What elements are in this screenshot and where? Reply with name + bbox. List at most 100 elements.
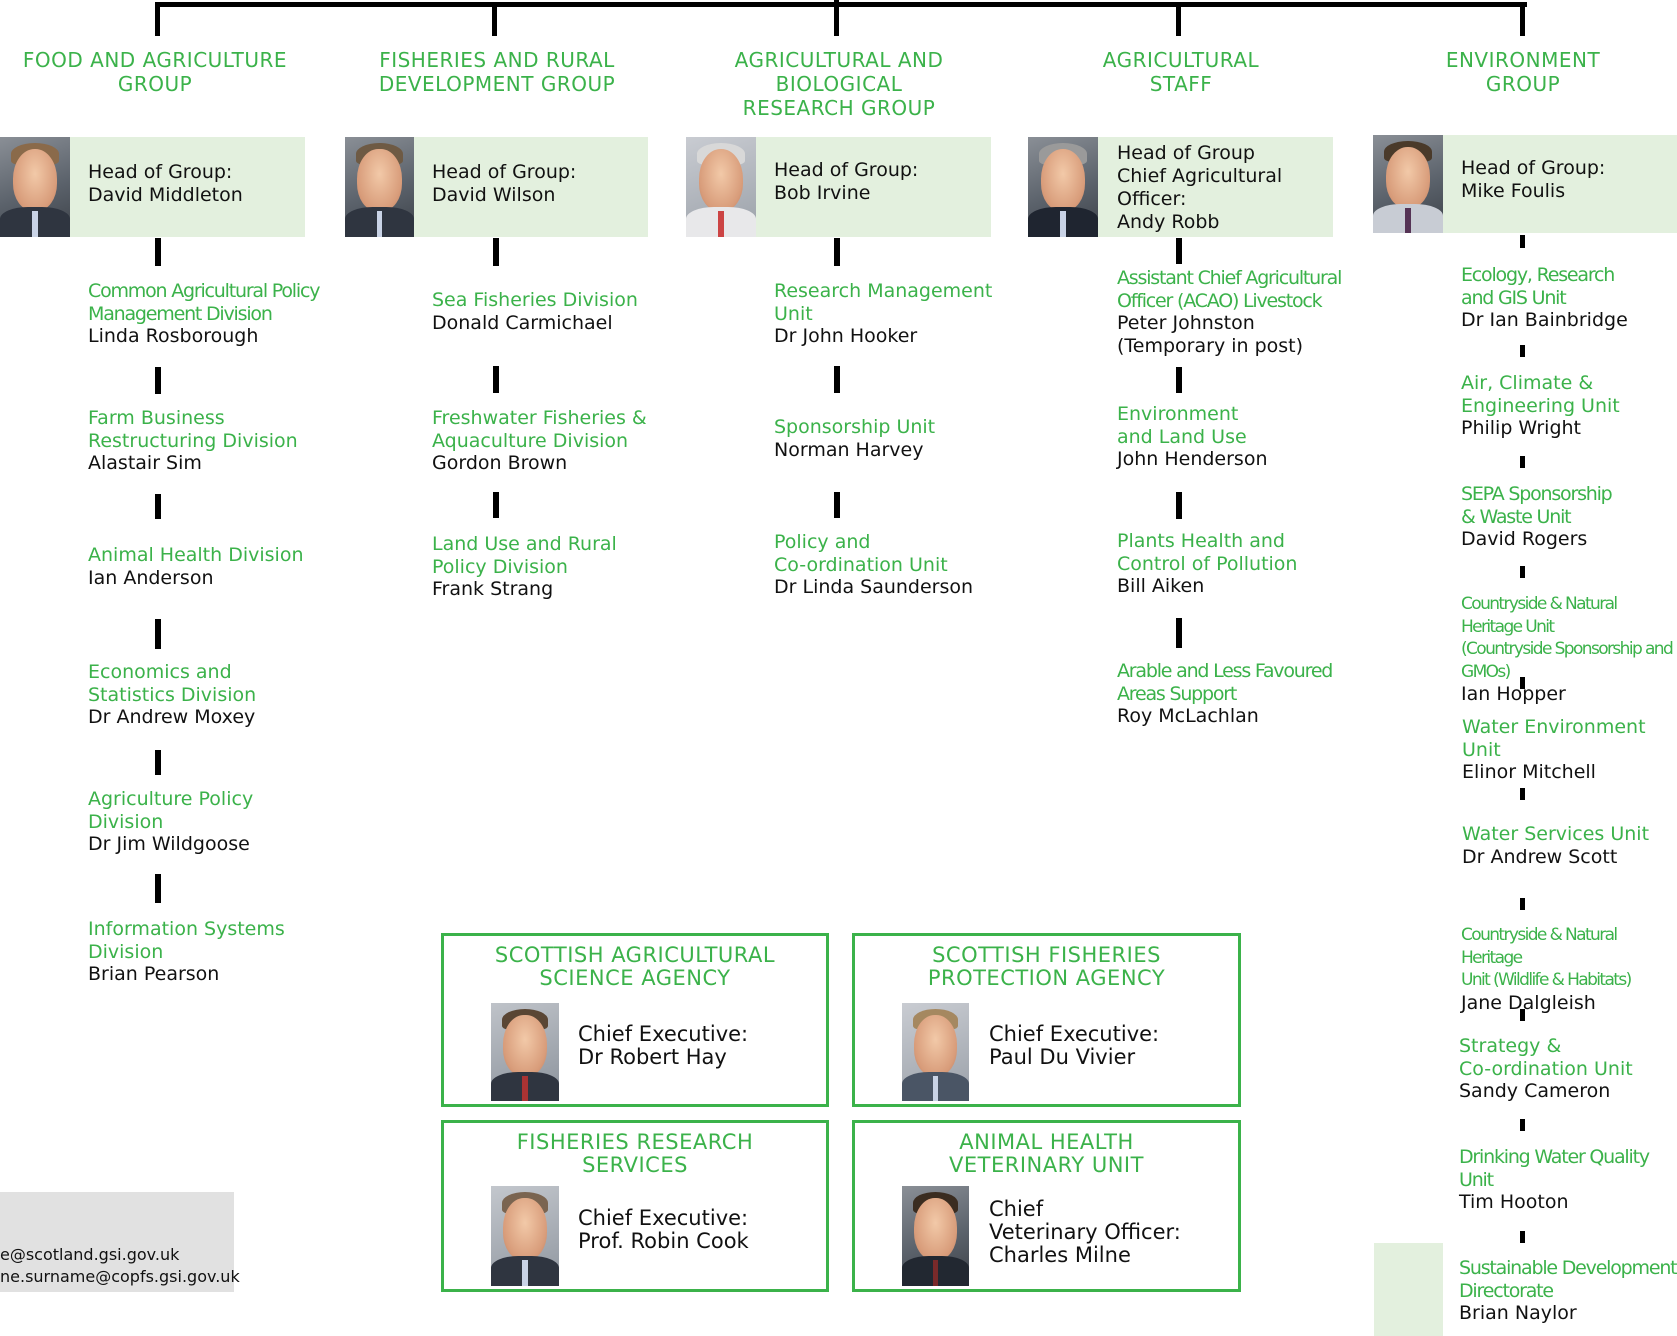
unit-name: Countryside & Natural Heritage Unit (Cou…	[1461, 594, 1674, 682]
unit-head-name: Philip Wright	[1461, 417, 1582, 439]
connector	[834, 366, 840, 393]
unit-name: Economics and Statistics Division	[88, 661, 257, 706]
unit-head-name: Peter Johnston (Temporary in post)	[1117, 312, 1304, 357]
unit-block: Freshwater Fisheries & Aquaculture Divis…	[432, 407, 647, 475]
unit-head-name: Tim Hooton	[1459, 1191, 1569, 1213]
unit-block: Sponsorship Unit Norman Harvey	[774, 416, 935, 461]
unit-name: Common Agricultural Policy Management Di…	[88, 280, 320, 325]
connector	[1520, 898, 1525, 910]
sustainable-development-marker	[1374, 1243, 1443, 1336]
unit-name: Arable and Less Favoured Areas Support	[1117, 660, 1333, 705]
top-connector-stem-2	[492, 2, 497, 36]
chief-photo-robert-hay	[491, 1003, 559, 1101]
connector	[1176, 238, 1182, 264]
unit-name: Air, Climate & Engineering Unit	[1461, 372, 1620, 417]
unit-block: Assistant Chief Agricultural Officer (AC…	[1117, 267, 1342, 357]
unit-head-name: Roy McLachlan	[1117, 705, 1259, 727]
unit-block: SEPA Sponsorship & Waste Unit David Roge…	[1461, 483, 1613, 551]
unit-block: Farm Business Restructuring Division Ala…	[88, 407, 298, 475]
head-of-group-5: Head of Group: Mike Foulis	[1461, 157, 1606, 202]
unit-name: Plants Health and Control of Pollution	[1117, 530, 1298, 575]
unit-head-name: Frank Strang	[432, 578, 554, 600]
agency-box-frs: FISHERIES RESEARCH SERVICES Chief Execut…	[441, 1120, 829, 1292]
unit-head-name: Dr Linda Saunderson	[774, 576, 974, 598]
top-connector-stem-1	[155, 2, 160, 36]
head-photo-david-middleton	[0, 137, 70, 237]
unit-name: SEPA Sponsorship & Waste Unit	[1461, 483, 1613, 528]
unit-head-name: Dr John Hooker	[774, 325, 918, 347]
connector	[155, 238, 161, 266]
unit-head-name: Brian Pearson	[88, 963, 220, 985]
group-title-agri-bio-research: AGRICULTURAL AND BIOLOGICAL RESEARCH GRO…	[734, 48, 944, 120]
unit-block: Countryside & Natural Heritage Unit (Cou…	[1461, 593, 1677, 706]
connector	[493, 238, 499, 266]
unit-head-name: Ian Hopper	[1461, 683, 1566, 705]
top-connector-stem-4	[1176, 2, 1181, 36]
unit-head-name: Gordon Brown	[432, 452, 568, 474]
unit-block: Common Agricultural Policy Management Di…	[88, 280, 320, 348]
unit-head-name: Ian Anderson	[88, 566, 214, 589]
unit-head-name: Elinor Mitchell	[1462, 761, 1596, 783]
head-photo-mike-foulis	[1373, 135, 1443, 233]
unit-head-name: Dr Andrew Moxey	[88, 706, 256, 728]
unit-name: Agriculture Policy Division	[88, 788, 254, 833]
agency-chief: Chief Veterinary Officer: Charles Milne	[989, 1197, 1181, 1267]
unit-name: Sea Fisheries Division	[432, 289, 638, 311]
unit-name: Land Use and Rural Policy Division	[432, 533, 617, 578]
connector	[155, 750, 161, 775]
agency-title: SCOTTISH AGRICULTURAL SCIENCE AGENCY	[494, 943, 776, 990]
unit-block: Arable and Less Favoured Areas Support R…	[1117, 660, 1333, 728]
connector	[493, 492, 499, 518]
unit-block: Air, Climate & Engineering Unit Philip W…	[1461, 372, 1620, 440]
connector	[1520, 677, 1525, 689]
agency-box-sasa: SCOTTISH AGRICULTURAL SCIENCE AGENCY Chi…	[441, 933, 829, 1107]
unit-block: Countryside & Natural Heritage Unit (Wil…	[1461, 924, 1677, 1014]
connector	[1520, 456, 1525, 468]
contact-email-scotland[interactable]: e@scotland.gsi.gov.uk	[0, 1245, 180, 1264]
group-title-environment: ENVIRONMENT GROUP	[1445, 48, 1601, 96]
unit-head-name: Donald Carmichael	[432, 311, 613, 334]
unit-block: Water Services Unit Dr Andrew Scott	[1462, 823, 1649, 868]
unit-block: Economics and Statistics Division Dr And…	[88, 661, 256, 729]
unit-block: Policy and Co-ordination Unit Dr Linda S…	[774, 531, 973, 599]
head-of-group-2: Head of Group: David Wilson	[432, 161, 577, 206]
unit-head-name: Sandy Cameron	[1459, 1080, 1611, 1102]
unit-name: Ecology, Research and GIS Unit	[1461, 264, 1615, 309]
unit-name: Freshwater Fisheries & Aquaculture Divis…	[432, 407, 647, 452]
unit-block: Environment and Land Use John Henderson	[1117, 403, 1268, 471]
contact-box: e@scotland.gsi.gov.uk ne.surname@copfs.g…	[0, 1192, 240, 1292]
unit-block: Strategy & Co-ordination Unit Sandy Came…	[1459, 1035, 1633, 1103]
group-title-agricultural-staff: AGRICULTURAL STAFF	[1102, 48, 1260, 96]
unit-block: Water Environment Unit Elinor Mitchell	[1462, 716, 1677, 784]
contact-email-copfs[interactable]: ne.surname@copfs.gsi.gov.uk	[0, 1267, 240, 1286]
unit-block: Sustainable Development Directorate Bria…	[1459, 1257, 1677, 1325]
agency-box-sfpa: SCOTTISH FISHERIES PROTECTION AGENCY Chi…	[852, 933, 1241, 1107]
agency-box-ahvu: ANIMAL HEALTH VETERINARY UNIT Chief Vete…	[852, 1120, 1241, 1292]
head-of-group-4: Head of Group Chief Agricultural Officer…	[1117, 142, 1283, 233]
group-title-fisheries-rural: FISHERIES AND RURAL DEVELOPMENT GROUP	[378, 48, 616, 96]
unit-block: Research Management Unit Dr John Hooker	[774, 280, 992, 348]
agency-chief: Chief Executive: Prof. Robin Cook	[578, 1206, 749, 1253]
head-photo-david-wilson	[345, 137, 414, 237]
connector	[1520, 345, 1525, 357]
connector	[1520, 788, 1525, 800]
unit-name: Animal Health Division	[88, 544, 304, 566]
unit-name: Environment and Land Use	[1117, 403, 1247, 448]
top-connector-line	[155, 2, 1527, 7]
unit-name: Farm Business Restructuring Division	[88, 407, 298, 452]
top-connector-stem-5	[1520, 2, 1525, 36]
connector	[155, 619, 161, 649]
connector	[1520, 1119, 1525, 1131]
unit-head-name: Brian Naylor	[1459, 1302, 1577, 1324]
agency-title: SCOTTISH FISHERIES PROTECTION AGENCY	[927, 943, 1166, 990]
connector	[1176, 618, 1182, 648]
head-of-group-3: Head of Group: Bob Irvine	[774, 159, 919, 204]
unit-block: Information Systems Division Brian Pears…	[88, 918, 285, 986]
connector	[834, 492, 840, 518]
unit-head-name: Dr Andrew Scott	[1462, 845, 1618, 868]
unit-name: Strategy & Co-ordination Unit	[1459, 1035, 1633, 1080]
head-of-group-1: Head of Group: David Middleton	[88, 161, 243, 206]
unit-name: Research Management Unit	[774, 280, 993, 325]
group-title-food-agriculture: FOOD AND AGRICULTURE GROUP	[22, 48, 288, 96]
unit-head-name: Linda Rosborough	[88, 325, 259, 347]
